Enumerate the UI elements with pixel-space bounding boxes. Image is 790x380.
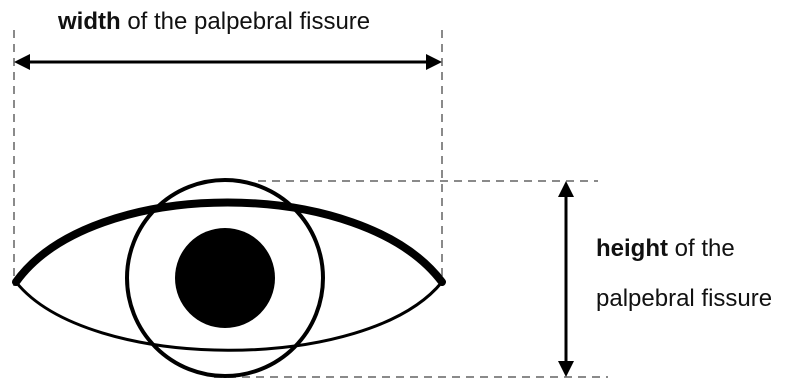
height-label-bold: height bbox=[596, 235, 668, 262]
width-label: width of the palpebral fissure bbox=[58, 10, 370, 34]
height-label-rest: of the bbox=[668, 235, 735, 262]
height-arrow bbox=[558, 181, 574, 377]
pupil bbox=[175, 228, 275, 328]
height-label-line-1: height of the bbox=[596, 237, 735, 261]
width-arrow bbox=[14, 54, 442, 70]
height-label-line-2: palpebral fissure bbox=[596, 287, 772, 311]
width-label-rest: of the palpebral fissure bbox=[121, 8, 370, 35]
width-label-bold: width bbox=[58, 8, 121, 35]
